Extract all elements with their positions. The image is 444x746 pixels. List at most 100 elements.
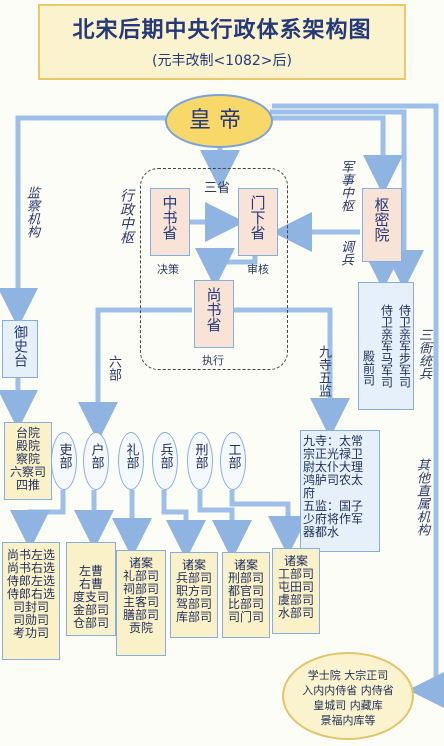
yushitai-subs-box: 台院 殿院 察院 六察司 四推 — [4, 422, 52, 500]
zhongshu-role: 决策 — [157, 263, 179, 276]
jiusi-line: 器都水 — [303, 525, 340, 539]
ministry-subs-li: 尚书左选 尚书右选 侍郎左选 侍郎右选 司封司 司勋司 考功司 — [2, 542, 60, 660]
sub-item: 兵部司 — [175, 571, 212, 585]
yushitai-sub: 四推 — [15, 478, 40, 492]
sub-item: 工部司 — [277, 567, 314, 581]
sub-item: 司勋司 — [12, 613, 49, 627]
ministry-li: 吏部 — [51, 432, 77, 490]
yushitai-sub: 台院 — [15, 426, 40, 440]
sub-item: 诸案 — [233, 558, 258, 572]
other-org-line: 景福内库等 — [320, 714, 376, 727]
sub-item: 屯田司 — [277, 580, 314, 594]
sub-item: 都官司 — [227, 584, 264, 598]
sub-item: 诸案 — [283, 554, 308, 568]
sub-item: 侍郎右选 — [6, 587, 55, 601]
zhongshu-name: 中书省 — [160, 195, 179, 240]
other-org-line: 学士院 大宗正司 — [307, 669, 389, 682]
emperor-label: 皇帝 — [188, 108, 249, 133]
menxia-name: 门下省 — [248, 195, 267, 240]
sub-item: 虞部司 — [277, 593, 314, 607]
label-junshi: 军事中枢 — [338, 160, 353, 212]
sub-item: 度支司 — [72, 590, 109, 604]
yushitai-sub: 六察司 — [9, 465, 46, 479]
sub-item: 考功司 — [12, 626, 49, 640]
menxia-node: 门下省 — [238, 188, 278, 256]
ministry-xing: 刑部 — [187, 432, 213, 490]
sub-item: 右曹 — [78, 577, 103, 591]
other-orgs-node: 学士院 大宗正司 入内内侍省 内侍省 皇城司 内藏库 景福内库等 — [282, 652, 414, 740]
yushitai-sub: 殿院 — [15, 439, 40, 453]
ministry-subs-hu: 左曹 右曹 度支司 金部司 仓部司 — [66, 542, 116, 636]
sub-item: 礼部司 — [122, 569, 159, 583]
ministry-subs-lib: 诸案 礼部司 祠部司 主客司 膳部司 贡院 — [116, 550, 166, 656]
diagram-subtitle: (元丰改制<1082>后) — [151, 53, 292, 69]
sub-item: 尚书左选 — [6, 548, 55, 562]
zhongshu-node: 中书省 — [150, 188, 190, 256]
sub-item: 左曹 — [78, 564, 103, 578]
shangshu-name: 尚书省 — [204, 287, 223, 332]
sub-item: 司封司 — [12, 600, 49, 614]
label-qita: 其他直属机构 — [414, 458, 429, 536]
jiusi-line: 宗正光禄卫 — [303, 447, 364, 461]
ministry-lib: 礼部 — [118, 432, 144, 490]
jiusi-line: 府 — [303, 486, 316, 500]
ministry-name: 刑部 — [192, 443, 208, 469]
ministry-hu: 户部 — [83, 432, 109, 490]
sub-item: 水部司 — [277, 606, 314, 620]
title-panel: 北宋后期中央行政体系架构图 (元丰改制<1082>后) — [38, 4, 406, 80]
shumiyuan-name: 枢密院 — [372, 197, 391, 242]
label-jiusi: 九寺五监 — [316, 345, 331, 397]
sub-item: 职方司 — [175, 584, 212, 598]
ministry-gong: 工部 — [220, 432, 246, 490]
ministry-subs-bing: 诸案 兵部司 职方司 驾部司 库部司 — [170, 552, 218, 638]
sub-item: 诸案 — [181, 558, 206, 572]
shumiyuan-node: 枢密院 — [362, 188, 402, 262]
sub-item: 仓部司 — [72, 616, 109, 630]
ministry-name: 吏部 — [56, 443, 72, 469]
label-diaobing: 调兵 — [338, 240, 353, 266]
sanya-unit: 殿前司 — [361, 350, 376, 386]
shangshu-role: 执行 — [202, 354, 224, 367]
sub-item: 侍郎左选 — [6, 574, 55, 588]
sub-item: 司门司 — [227, 610, 264, 624]
ministry-bing: 兵部 — [152, 432, 178, 490]
shangshu-node: 尚书省 — [194, 280, 234, 348]
label-sanya: 三衙统兵 — [416, 328, 431, 380]
emperor-node: 皇帝 — [165, 94, 273, 148]
jiusi-line: 少府将作军 — [303, 512, 364, 526]
sub-item: 祠部司 — [122, 582, 159, 596]
sub-item: 比部司 — [227, 597, 264, 611]
sanya-unit: 侍卫亲军马军司 — [379, 304, 394, 388]
sansheng-region — [140, 168, 288, 370]
yushitai-sub: 察院 — [15, 452, 40, 466]
label-liubu: 六部 — [106, 355, 121, 381]
jiusi-box: 九寺：太常 宗正光禄卫 尉太仆大理 鸿胪司农太 府 五监：国子 少府将作军 器都… — [300, 430, 380, 552]
sub-item: 贡院 — [128, 621, 153, 635]
label-jiancha: 监察机构 — [24, 186, 39, 238]
other-org-line: 皇城司 内藏库 — [313, 699, 383, 712]
jiusi-line: 鸿胪司农太 — [303, 473, 364, 487]
ministry-name: 礼部 — [123, 443, 139, 469]
ministry-subs-xing: 诸案 刑部司 都官司 比部司 司门司 — [222, 552, 270, 638]
jiusi-line: 五监：国子 — [303, 499, 364, 513]
sub-item: 诸案 — [128, 556, 153, 570]
ministry-name: 工部 — [225, 443, 241, 469]
yushitai-node: 御史台 — [2, 320, 38, 378]
sub-item: 膳部司 — [122, 608, 159, 622]
ministry-subs-gong: 诸案 工部司 屯田司 虞部司 水部司 — [272, 548, 320, 634]
other-org-line: 入内内侍省 内侍省 — [302, 684, 394, 697]
sanya-box: 侍卫亲军步军司 侍卫亲军马军司 殿前司 — [358, 282, 414, 410]
label-xingzheng: 行政中枢 — [118, 188, 134, 244]
sub-item: 驾部司 — [175, 597, 212, 611]
diagram-title: 北宋后期中央行政体系架构图 — [72, 18, 372, 43]
sub-item: 主客司 — [122, 595, 159, 609]
sub-item: 库部司 — [175, 610, 212, 624]
ministry-name: 兵部 — [157, 443, 173, 469]
ministry-name: 户部 — [88, 443, 104, 469]
sub-item: 刑部司 — [227, 571, 264, 585]
menxia-role: 审核 — [247, 263, 269, 276]
sub-item: 金部司 — [72, 603, 109, 617]
sub-item: 尚书右选 — [6, 561, 55, 575]
sanya-unit: 侍卫亲军步军司 — [397, 304, 412, 388]
